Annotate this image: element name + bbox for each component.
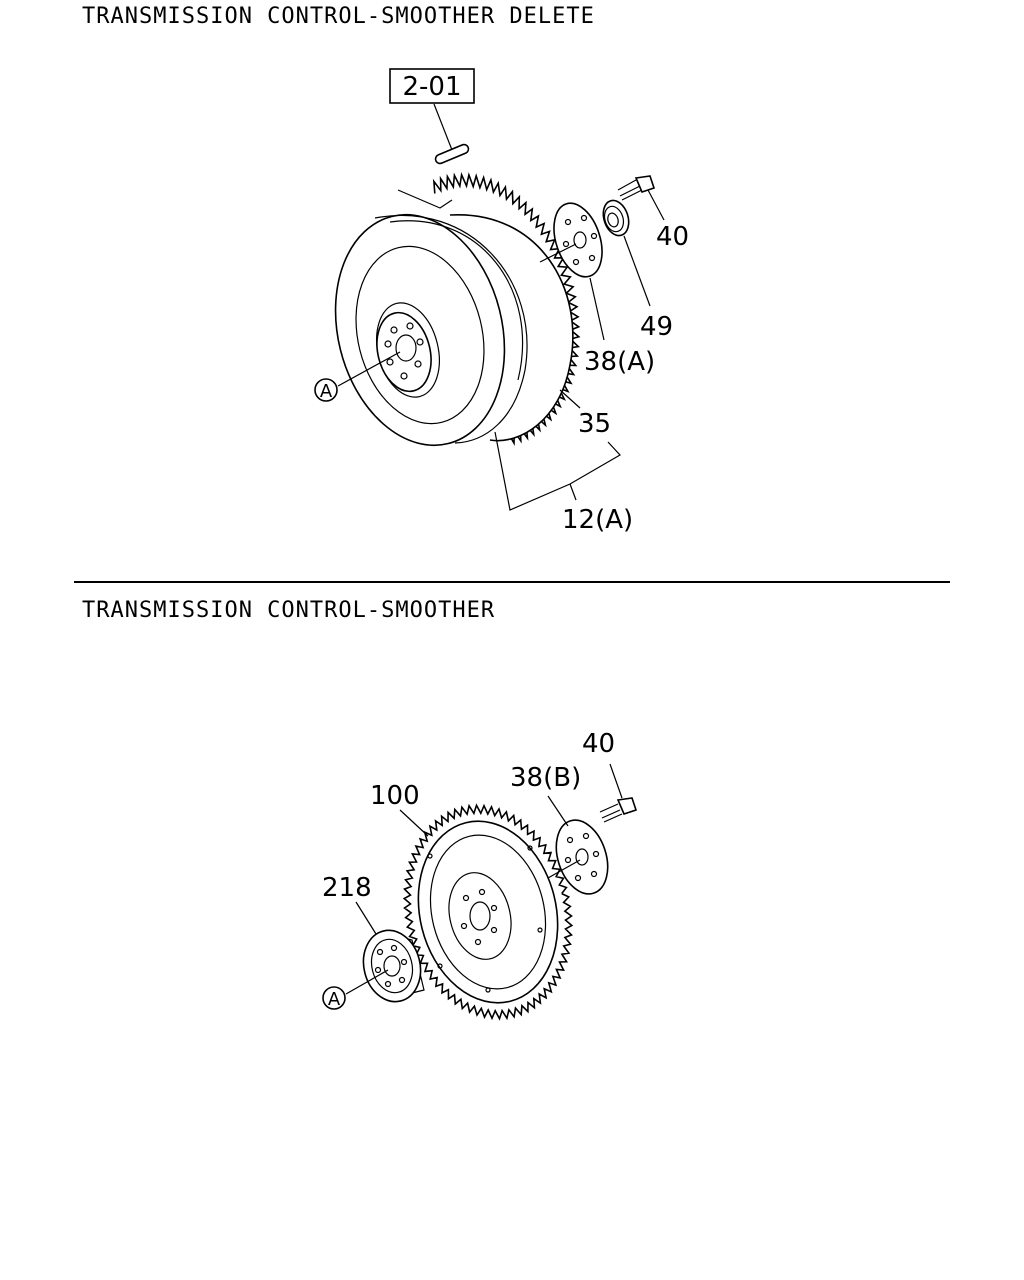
view-marker-a-top: A [314,351,401,402]
flex-plate-38b [555,819,609,895]
bolt-40-bottom [599,797,638,823]
view-marker-a-bottom: A [322,969,389,1010]
bearing-49 [602,199,630,237]
hub-218 [362,929,425,1003]
bolt-40 [617,175,656,201]
label-part-12a: 12(A) [562,505,633,535]
label-part-35: 35 [578,409,611,439]
reference-box-label: 2-01 [402,72,461,102]
flex-plate-38a [553,202,603,278]
leader-pin-bracket [397,189,453,209]
reference-box-2-01: 2-01 [389,68,475,104]
label-part-38a: 38(A) [584,347,655,377]
flywheel-100 [402,803,574,1021]
label-part-49: 49 [640,312,673,342]
dowel-pin [434,143,470,165]
section-divider [74,581,950,583]
label-part-100: 100 [370,781,420,811]
label-part-40-bottom: 40 [582,729,615,759]
svg-text:A: A [320,381,333,402]
section-title-smoother: TRANSMISSION CONTROL-SMOOTHER [82,598,496,623]
label-part-218: 218 [322,873,372,903]
section-title-smoother-delete: TRANSMISSION CONTROL-SMOOTHER DELETE [82,4,595,29]
torque-converter [334,213,574,447]
label-part-38b: 38(B) [510,763,581,793]
leader-ref-box [433,103,453,151]
label-part-40: 40 [656,222,689,252]
ring-gear-teeth [432,171,581,446]
svg-text:A: A [328,989,341,1010]
